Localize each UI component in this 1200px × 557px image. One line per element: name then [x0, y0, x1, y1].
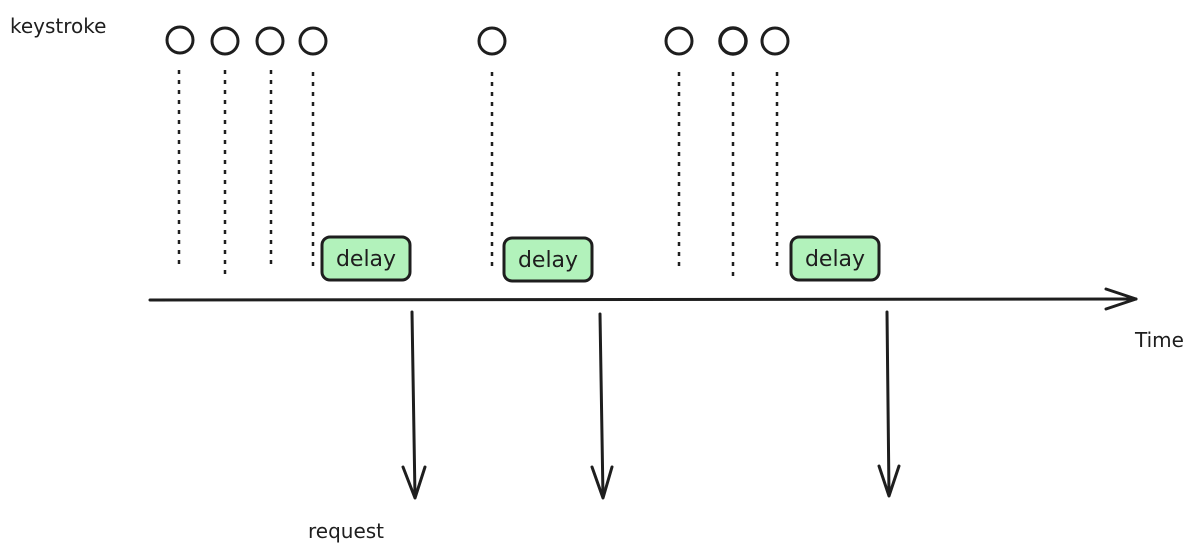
keystroke-group-1: delay: [165, 25, 427, 500]
keystroke-circle-icon: [165, 25, 195, 55]
keystroke-circle-icon: [664, 26, 694, 56]
time-axis: [148, 287, 1138, 311]
delay-label-2: delay: [518, 248, 578, 273]
delay-box-2: delay: [502, 236, 594, 283]
keystroke-circle-icon: [760, 26, 790, 56]
request-arrow-1: [401, 310, 427, 500]
keystroke-group-3: delay: [664, 26, 901, 498]
request-arrow-2: [590, 312, 614, 500]
keystroke-circle-icon: [255, 26, 285, 56]
keystroke-label: keystroke: [10, 14, 106, 38]
request-label: request: [308, 519, 384, 543]
delay-box-3: delay: [789, 235, 881, 282]
delay-label-3: delay: [805, 247, 865, 272]
time-label: Time: [1134, 328, 1184, 352]
delay-box-1: delay: [320, 235, 412, 282]
keystroke-group-2: delay: [477, 26, 614, 500]
keystroke-circle-icon: [298, 26, 328, 56]
request-arrow-3: [877, 310, 901, 498]
keystroke-circle-icon: [718, 26, 748, 56]
delay-label-1: delay: [336, 247, 396, 272]
keystroke-circle-icon: [477, 26, 507, 56]
keystroke-circle-icon: [210, 26, 240, 56]
